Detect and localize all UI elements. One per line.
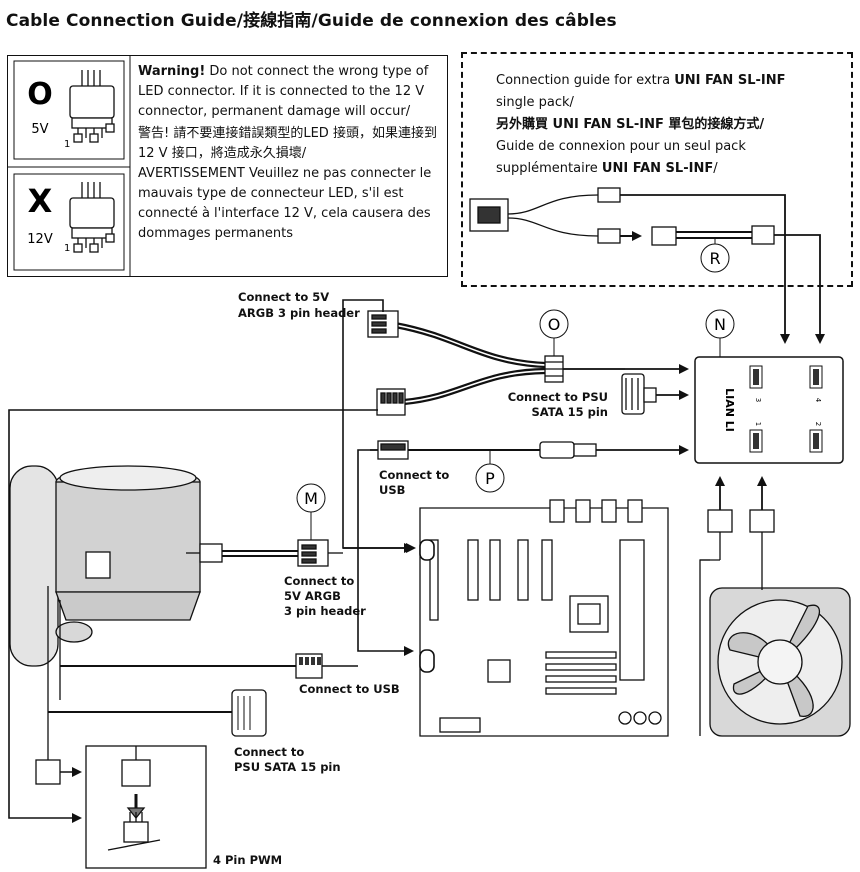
label-pwm: 4 Pin PWM xyxy=(213,853,283,867)
marker-o: O xyxy=(548,315,561,334)
extra-pack-text: Connection guide for extra UNI FAN SL-IN… xyxy=(496,70,836,180)
hub-port-1: 1 xyxy=(754,422,762,426)
pump-block xyxy=(9,465,201,760)
extra-pack-box xyxy=(461,52,853,287)
warning-english-body: Do not connect the wrong type of LED con… xyxy=(138,64,429,119)
extra-zh-pre: 另外購買 xyxy=(496,117,553,132)
pump-bottom-cables xyxy=(35,653,323,785)
warning-english: Warning! Do not connect the wrong type o… xyxy=(138,62,448,122)
hub-brand: LIAN LI xyxy=(723,388,736,432)
hub-cable-set xyxy=(367,310,657,416)
marker-n: N xyxy=(714,315,726,334)
extra-fan-cable-icon xyxy=(469,187,621,244)
marker-p: P xyxy=(485,469,495,488)
hub-port-4: 4 xyxy=(814,398,822,403)
ok-pin-one: 1 xyxy=(64,139,70,150)
pump-cable-m xyxy=(186,539,343,567)
warning-chinese: 警告! 請不要連接錯誤類型的LED 接頭，如果連接到 12 V 接口，將造成永久… xyxy=(138,126,437,161)
extra-to-hub-lines xyxy=(620,194,825,344)
fan xyxy=(699,559,851,737)
extra-fr-pre: supplémentaire xyxy=(496,161,602,176)
extra-zh-model: UNI FAN SL-INF xyxy=(552,117,664,132)
warning-heading: Warning! xyxy=(138,64,206,79)
extension-cable-icon-r xyxy=(651,225,775,246)
extra-pack-english: Connection guide for extra UNI FAN SL-IN… xyxy=(496,70,836,114)
hub-cable-arrows xyxy=(563,364,689,400)
extra-en-pre: Connection guide for extra xyxy=(496,73,675,88)
controller-hub xyxy=(694,356,844,464)
extra-en-model: UNI FAN SL-INF xyxy=(674,73,786,88)
extra-pack-french-1: Guide de connexion pour un seul pack xyxy=(496,139,746,154)
label-usb-bottom: Connect to USB xyxy=(299,682,400,696)
bad-symbol: X xyxy=(28,182,53,220)
page-title: Cable Connection Guide/接線指南/Guide de con… xyxy=(6,11,617,31)
extra-en-post: single pack/ xyxy=(496,95,574,110)
hub-port-2: 2 xyxy=(814,422,822,426)
warning-divider xyxy=(7,55,131,277)
bad-voltage: 12V xyxy=(27,232,53,247)
usb-cable-p xyxy=(377,440,689,460)
extra-fr-model: UNI FAN SL-INF xyxy=(601,161,714,176)
bad-connector-icon xyxy=(69,182,115,253)
extra-fr-post: / xyxy=(713,161,718,176)
extra-pack-french-2: supplémentaire UNI FAN SL-INF/ xyxy=(496,158,836,180)
extra-pack-chinese: 另外購買 UNI FAN SL-INF 單包的接線方式/ xyxy=(496,114,836,136)
warning-text: Warning! Do not connect the wrong type o… xyxy=(138,62,448,244)
warning-french: AVERTISSEMENT Veuillez ne pas connecter … xyxy=(138,166,432,241)
motherboard xyxy=(419,499,669,737)
ok-voltage: 5V xyxy=(31,122,48,137)
marker-r: R xyxy=(709,249,720,268)
warning-box xyxy=(7,55,448,277)
hub-port-3: 3 xyxy=(754,398,762,402)
fan-cables xyxy=(700,476,775,590)
bad-pin-one: 1 xyxy=(64,243,70,254)
ok-symbol: O xyxy=(27,77,53,112)
pwm-inset xyxy=(85,745,207,869)
ok-connector-icon xyxy=(69,70,115,143)
extra-zh-post: 單包的接線方式/ xyxy=(663,117,765,132)
marker-m: M xyxy=(304,489,318,508)
